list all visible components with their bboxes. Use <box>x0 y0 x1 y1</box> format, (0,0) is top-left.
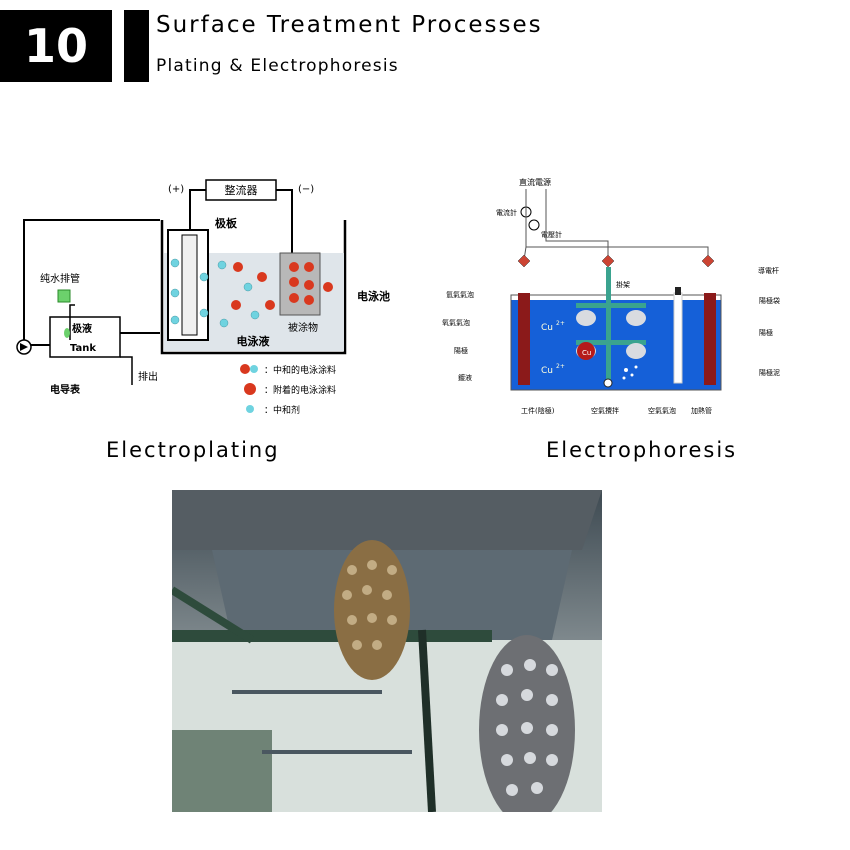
legend-neutral-paint: ：中和的电泳涂料 <box>264 364 336 376</box>
electroplating-diagram: 整流器 (+) (−) 极板 被涂物 电泳液 电泳池 极液 Tank 纯水排管 … <box>10 175 402 420</box>
ammeter-label: 電流計 <box>496 208 517 217</box>
conductive-rod-label: 導電杆 <box>758 266 779 275</box>
header-bar <box>124 10 149 82</box>
air-stir-label: 空氣攪拌 <box>591 406 619 415</box>
air-bubble-label: 空氣氣泡 <box>648 406 676 415</box>
legend-neutralizer: ：中和剂 <box>264 404 300 416</box>
voltmeter-label: 電壓計 <box>541 230 562 239</box>
rectifier-label: 整流器 <box>225 183 258 197</box>
workpiece-label: 工件(陰極) <box>521 406 555 415</box>
ion-1-label: Cu <box>541 323 553 333</box>
dc-power-label: 直流電源 <box>519 177 551 187</box>
drain-label: 排出 <box>138 370 158 383</box>
chapter-number: 10 <box>0 10 112 82</box>
hanger-label: 掛架 <box>616 280 630 289</box>
ion-2-charge: 2+ <box>556 363 565 370</box>
pure-water-pipe-label: 纯水排管 <box>40 272 80 285</box>
electrophoresis-diagram: 直流電源 電流計 電壓計 導電杆 掛架 Cu Cu 2+ Cu 2+ 氫氣氣泡 … <box>436 175 796 425</box>
object-label: 被涂物 <box>288 321 318 334</box>
solution-label: 鍍液 <box>458 373 472 382</box>
electrode-plate-label: 极板 <box>215 216 238 230</box>
anode-mud-label: 陽極泥 <box>759 368 780 377</box>
plus-label: (+) <box>168 184 184 195</box>
electrode-liquid-label: 极液 <box>72 322 92 335</box>
conductivity-meter-label: 电导表 <box>50 383 81 396</box>
caption-electrophoresis: Electrophoresis <box>546 438 738 462</box>
ion-2-label: Cu <box>541 366 553 376</box>
minus-label: (−) <box>298 184 314 195</box>
anode-bag-label: 陽極袋 <box>759 296 780 305</box>
photo-chandeliers-icon <box>172 490 602 812</box>
anode-left-label: 陽極 <box>454 346 468 355</box>
hydrogen-bubble-label: 氫氣氣泡 <box>446 290 474 299</box>
ion-1-charge: 2+ <box>556 320 565 327</box>
cu-atom-label: Cu <box>582 349 591 357</box>
bath-label: 电泳池 <box>357 289 390 303</box>
oxygen-bubble-label: 氧氣氣泡 <box>442 318 470 327</box>
page-title: Surface Treatment Processes <box>156 12 543 38</box>
bath-liquid-label: 电泳液 <box>237 334 271 348</box>
anode-right-label: 陽極 <box>759 328 773 337</box>
heater-label: 加熱管 <box>691 406 712 415</box>
tank-label: Tank <box>70 343 96 354</box>
caption-electroplating: Electroplating <box>106 438 280 462</box>
page-subtitle: Plating & Electrophoresis <box>156 56 399 76</box>
legend-attached-paint: ：附着的电泳涂料 <box>264 384 336 396</box>
